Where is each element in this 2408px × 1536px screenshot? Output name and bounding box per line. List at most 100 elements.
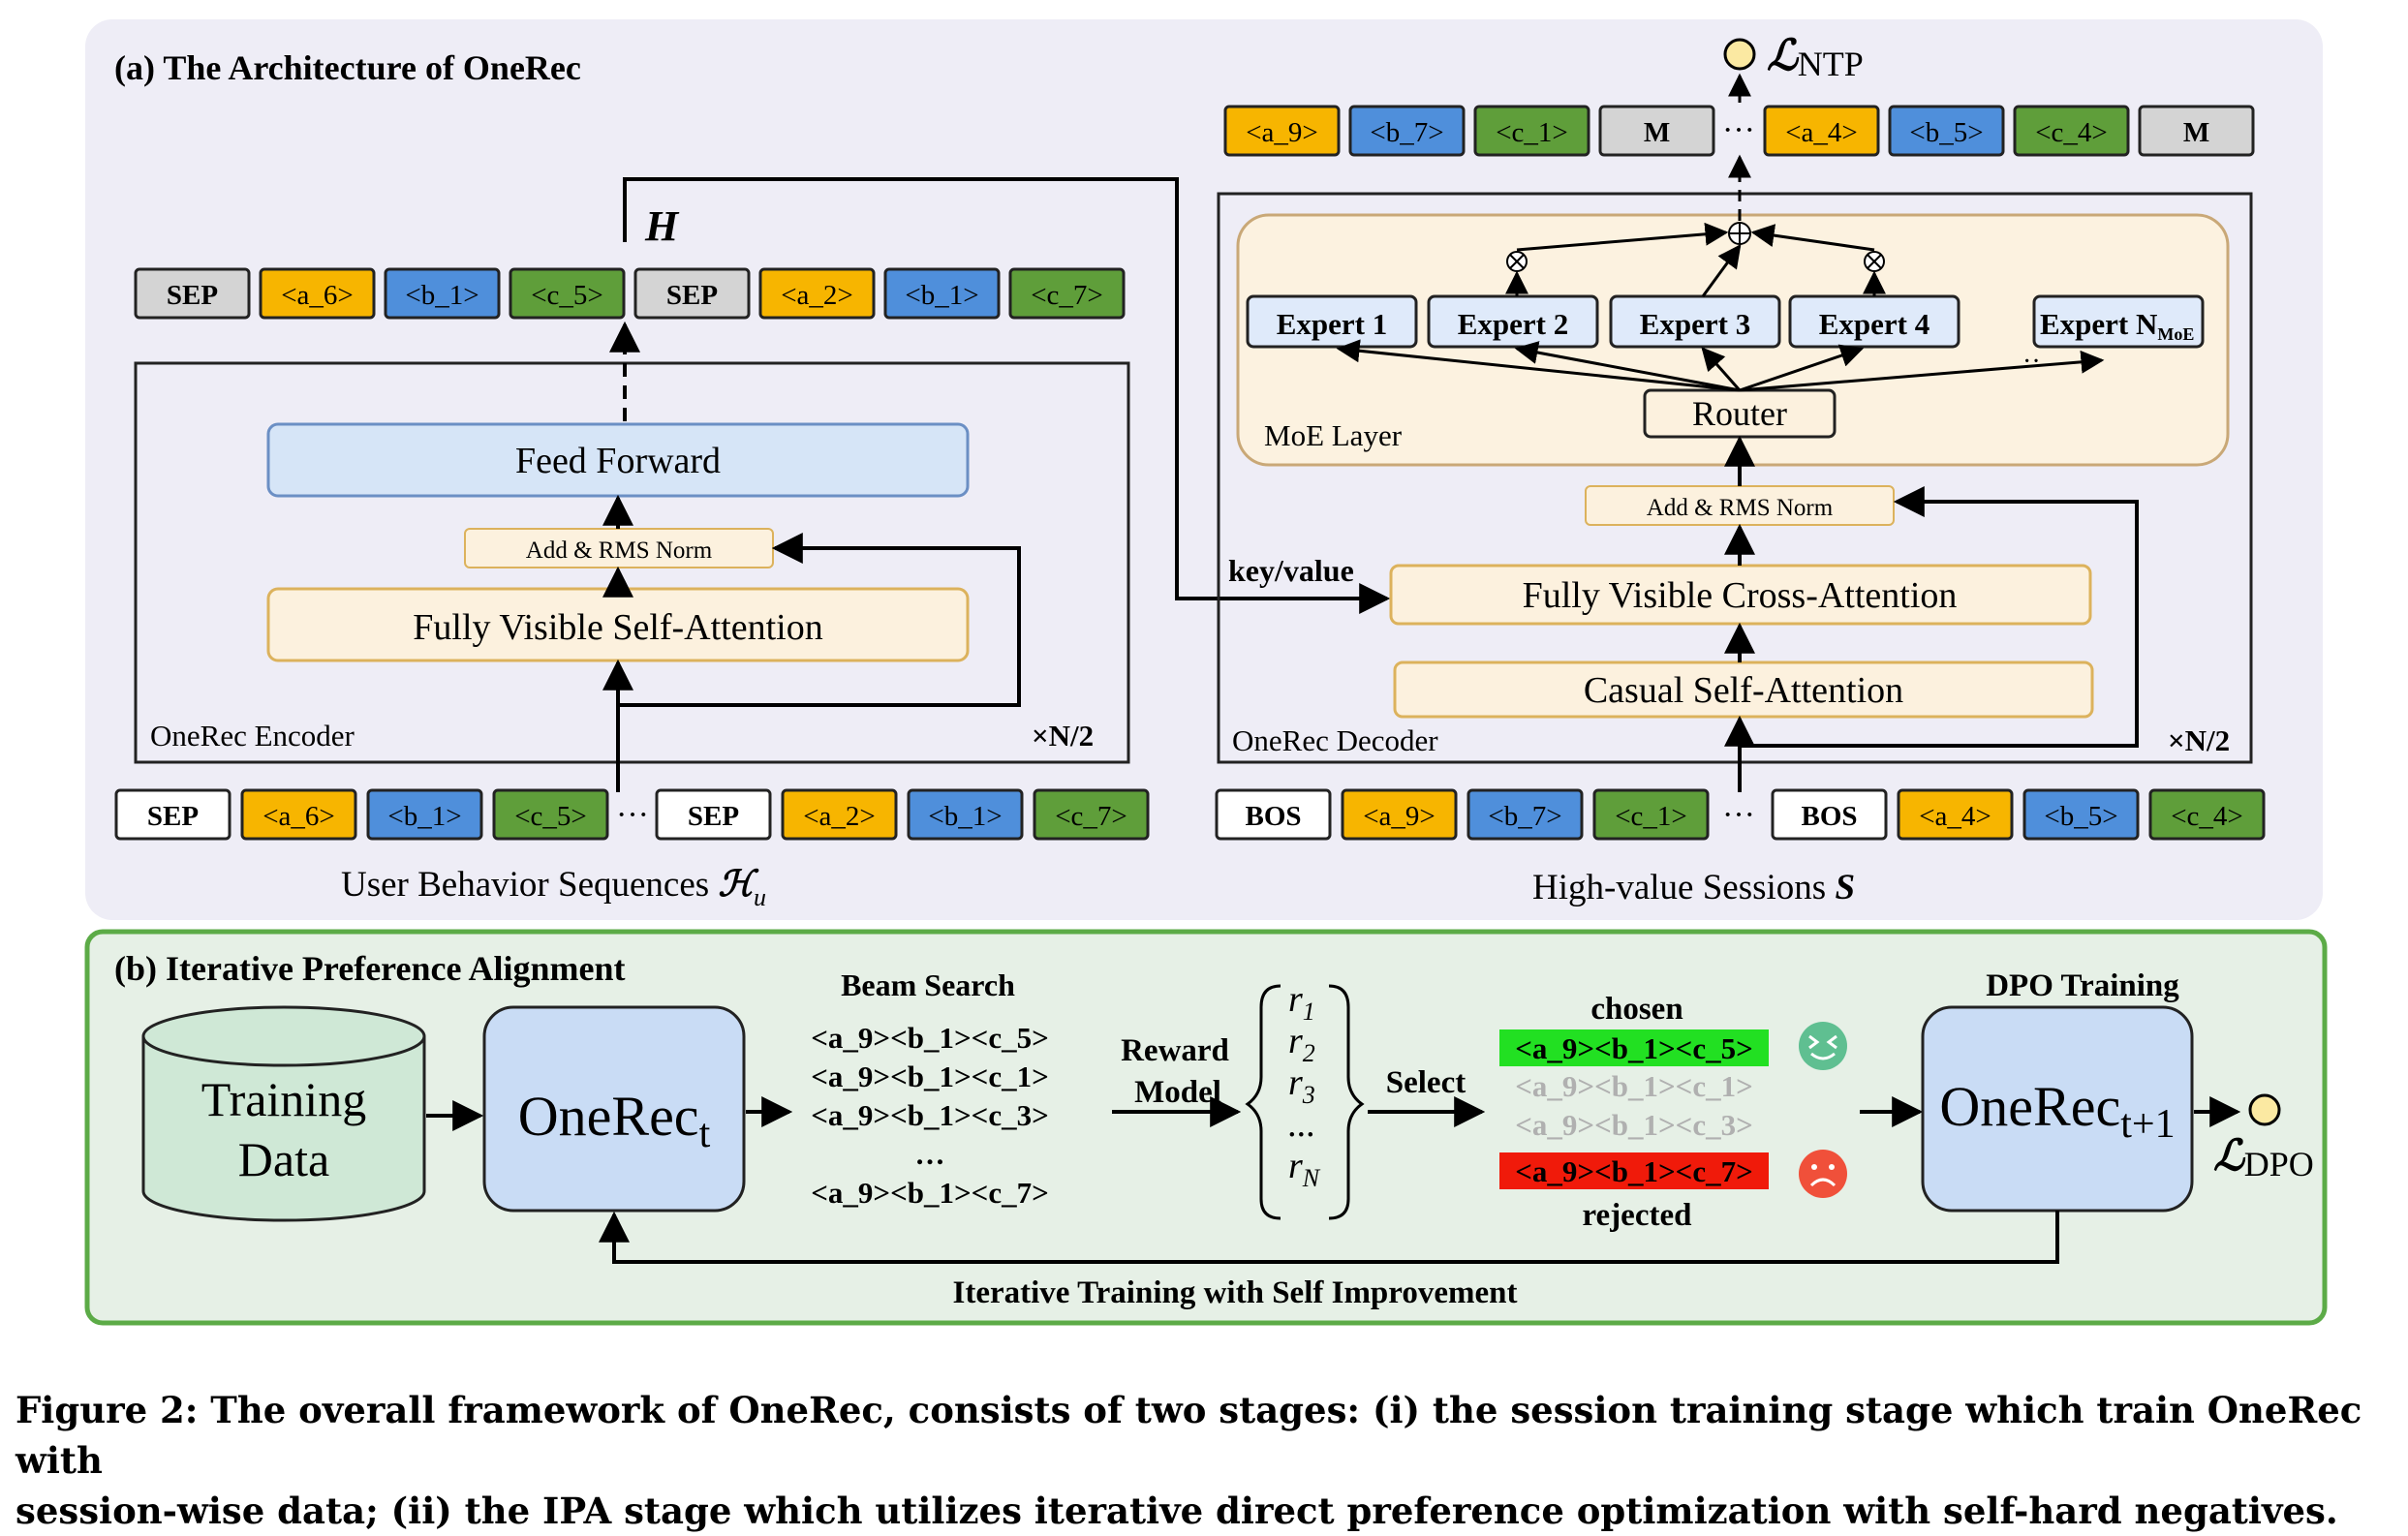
beam-candidate: … <box>915 1137 945 1171</box>
token-box <box>1897 788 2014 841</box>
token-label: <a_9> <box>1246 117 1318 148</box>
beam-candidate: <a_9><b_1><c_7> <box>811 1176 1049 1210</box>
multiply-icon-2 <box>1864 251 1885 272</box>
key-value-label: key/value <box>1228 553 1354 588</box>
expert-box <box>1427 294 1599 349</box>
onerec-t1-label: OneRect+1 <box>1939 1075 2175 1147</box>
reward-value: ... <box>1288 1104 1316 1145</box>
reward-close-brace <box>1328 984 1365 1220</box>
session-row-ellipsis: ··· <box>1722 797 1755 833</box>
encoder-arrows <box>602 321 1021 792</box>
encoder-block <box>134 361 1130 764</box>
h-to-key-value-arrow <box>623 177 1391 614</box>
token-label: <b_5> <box>2044 801 2117 832</box>
beam-search-list: <a_9><b_1><c_5> <a_9><b_1><c_1> <a_9><b_1>… <box>811 1021 1049 1210</box>
token-label: <c_4> <box>2171 801 2243 832</box>
expert-label: Expert 3 <box>1640 307 1751 341</box>
token-box <box>1771 788 1888 841</box>
panel-a-title: (a) The Architecture of OneRec <box>114 48 581 87</box>
training-data-cylinder <box>141 1005 426 1222</box>
user-sequences-label: User Behavior Sequences ℋu <box>341 865 766 911</box>
token-box <box>134 267 251 320</box>
ranked-candidate-list: <a_9><b_1><c_5><a_9><b_1><c_1><a_9><b_1>… <box>1515 1031 1753 1188</box>
token-label: BOS <box>1801 801 1857 832</box>
moe-layer-label: MoE Layer <box>1264 418 1403 452</box>
expert-label: Expert 1 <box>1277 307 1388 341</box>
token-box <box>384 267 501 320</box>
token-label: <a_6> <box>262 801 335 832</box>
encoder-add-norm-label: Add & RMS Norm <box>526 538 713 564</box>
h-label: H <box>644 202 680 250</box>
token-box <box>114 788 232 841</box>
decoder-arrows <box>1724 435 2139 792</box>
user-behavior-token-row-1: SEP<a_6><b_1><c_5> <box>114 788 609 841</box>
token-box <box>509 267 626 320</box>
token-box <box>1008 267 1126 320</box>
self-attention-label: Fully Visible Self-Attention <box>413 607 822 648</box>
sad-face-icon <box>1799 1150 1847 1198</box>
caption-line-1: Figure 2: The overall framework of OneRe… <box>15 1389 2362 1482</box>
token-label: <a_2> <box>803 801 876 832</box>
token-label: SEP <box>147 801 199 832</box>
training-data-label-line2: Data <box>238 1132 329 1186</box>
router-label: Router <box>1692 394 1787 433</box>
ntp-loss-dot <box>1723 38 1756 71</box>
caption-line-2: session-wise data; (ii) the IPA stage wh… <box>15 1490 2338 1532</box>
token-box <box>240 788 357 841</box>
token-box <box>1466 788 1584 841</box>
token-label: <c_7> <box>1055 801 1127 832</box>
expert-n-label: Expert NMoE <box>2040 307 2194 344</box>
token-label: <a_6> <box>281 280 354 311</box>
decoder-name: OneRec Decoder <box>1232 723 1438 757</box>
reward-value: r1 <box>1288 979 1315 1026</box>
token-box <box>1598 105 1715 157</box>
token-label: <b_1> <box>928 801 1002 832</box>
decoder-add-norm-label: Add & RMS Norm <box>1647 495 1834 521</box>
token-box <box>1592 788 1710 841</box>
token-label: BOS <box>1245 801 1301 832</box>
token-box <box>2013 105 2130 157</box>
multiply-icon <box>1506 251 1528 272</box>
token-label: M <box>1644 117 1670 148</box>
beam-candidate: <a_9><b_1><c_3> <box>811 1098 1049 1132</box>
token-box <box>2022 788 2140 841</box>
dpo-training-title: DPO Training <box>1986 968 2179 1003</box>
onerec-t-box <box>482 1005 746 1213</box>
token-box <box>1223 105 1341 157</box>
expert-label: Expert 4 <box>1819 307 1930 341</box>
decoder-output-token-row-2: <a_4><b_5><c_4>M <box>1763 105 2255 157</box>
expert-box <box>1246 294 1418 349</box>
token-label: <a_2> <box>781 280 853 311</box>
token-box <box>633 267 751 320</box>
token-label: <a_4> <box>1919 801 1991 832</box>
beam-search-title: Beam Search <box>841 968 1015 1002</box>
reward-model-label-line2: Model <box>1134 1075 1221 1110</box>
session-token-row-2: BOS <a_4> <b_5> <c_4> <box>1771 788 2266 841</box>
beam-candidate: <a_9><b_1><c_5> <box>811 1021 1049 1055</box>
expert-box <box>1609 294 1781 349</box>
token-box <box>1348 105 1466 157</box>
onerec-framework-diagram: (a) The Architecture of OneRec OneRec En… <box>84 19 2328 1326</box>
token-box <box>907 788 1024 841</box>
token-label: <b_1> <box>905 280 978 311</box>
self-improvement-loop-arrow <box>599 1211 2059 1264</box>
token-label: <a_9> <box>1363 801 1436 832</box>
token-label: <b_1> <box>405 280 479 311</box>
chosen-highlight <box>1499 1029 1769 1066</box>
token-label: M <box>2183 117 2209 148</box>
beam-candidate: <a_9><b_1><c_1> <box>811 1060 1049 1093</box>
reward-value: rN <box>1288 1146 1321 1192</box>
ranked-candidate: <a_9><b_1><c_5> <box>1515 1031 1753 1065</box>
self-improvement-label: Iterative Training with Self Improvement <box>953 1275 1518 1310</box>
sum-icon <box>1728 222 1751 245</box>
ntp-loss-label: ℒNTP <box>1767 32 1864 83</box>
router-arrows <box>1336 339 2105 392</box>
reward-value: r2 <box>1288 1021 1315 1067</box>
token-box <box>366 788 483 841</box>
token-label: SEP <box>167 280 218 311</box>
token-label: SEP <box>688 801 739 832</box>
token-label: <c_4> <box>2035 117 2108 148</box>
decoder-block <box>1217 192 2253 764</box>
token-box <box>1341 788 1458 841</box>
